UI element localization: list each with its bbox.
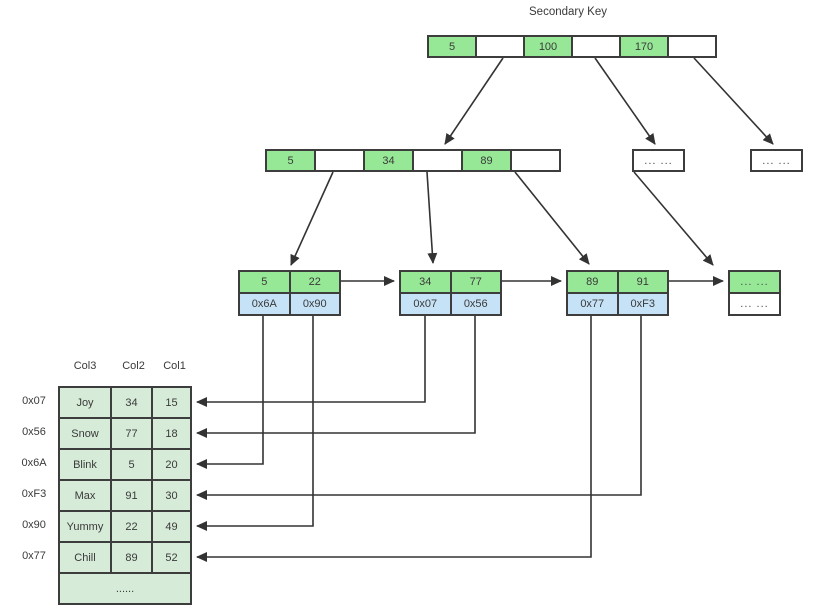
leaf-key-cell: 89 (568, 272, 617, 292)
arrow-0x77-to-row-chill (196, 314, 592, 562)
leaf-key-ellipsis-cell: ... ... (730, 272, 779, 292)
internal-key-cell: 34 (363, 151, 412, 170)
leaf-key-cell: 22 (288, 272, 339, 292)
internal-pointer-cell (510, 151, 559, 170)
table-row: Joy 34 15 (60, 388, 190, 417)
table-cell: Yummy (60, 512, 110, 541)
ellipsis-cell: ... ... (634, 151, 683, 170)
leaf-key-cell: 5 (240, 272, 289, 292)
arrow-internal-to-leaf1 (290, 171, 334, 266)
table-cell: Chill (60, 543, 110, 572)
leaf-key-cell: 34 (401, 272, 450, 292)
root-node: 5 100 170 (427, 35, 717, 58)
arrow-0x56-to-row-snow (196, 314, 476, 438)
leaf-pointer-cell: 0xF3 (616, 294, 667, 314)
internal-pointer-cell (412, 151, 461, 170)
leaf-key-cell: 91 (616, 272, 667, 292)
table-cell: Blink (60, 450, 110, 479)
row-address-label: 0x6A (21, 457, 47, 469)
arrow-root-to-more-right (693, 57, 774, 145)
leaf-pointer-cell: 0x07 (401, 294, 450, 314)
arrow-0x6A-to-row-blink (196, 314, 264, 469)
internal-key-cell: 5 (267, 151, 314, 170)
table-cell: 52 (151, 543, 190, 572)
root-pointer-cell (667, 37, 715, 56)
table-footer-cell: ...... (60, 574, 190, 603)
table-footer-row: ...... (60, 572, 190, 603)
table-cell: 20 (151, 450, 190, 479)
arrow-more-left-to-leaf4 (633, 171, 714, 266)
table-header-col1: Col1 (163, 360, 186, 372)
leaf-pointer-cell: 0x90 (288, 294, 339, 314)
table-cell: 49 (151, 512, 190, 541)
row-address-label: 0x07 (22, 395, 46, 407)
table-header-col3: Col3 (73, 360, 97, 372)
table-cell: 91 (110, 481, 151, 510)
table-cell: Max (60, 481, 110, 510)
arrow-0xF3-to-row-max (196, 314, 642, 500)
root-pointer-cell (571, 37, 619, 56)
table-row: Yummy 22 49 (60, 510, 190, 541)
root-key-cell: 5 (429, 37, 475, 56)
arrow-0x90-to-row-yummy (196, 314, 314, 531)
arrow-internal-to-leaf3 (514, 171, 590, 265)
table-row: Snow 77 18 (60, 417, 190, 448)
arrow-root-to-more-left (594, 57, 656, 145)
row-address-label: 0x56 (22, 426, 46, 438)
leaf-pointer-cell: 0x56 (449, 294, 500, 314)
internal-more-node-right: ... ... (750, 149, 803, 172)
secondary-key-label: Secondary Key (529, 6, 607, 18)
table-row: Chill 89 52 (60, 541, 190, 572)
row-address-label: 0xF3 (21, 488, 47, 500)
internal-key-cell: 89 (461, 151, 510, 170)
table-row: Max 91 30 (60, 479, 190, 510)
table-cell: 30 (151, 481, 190, 510)
data-table: Joy 34 15 Snow 77 18 Blink 5 20 Max 91 3… (58, 386, 192, 605)
table-cell: 34 (110, 388, 151, 417)
table-cell: 5 (110, 450, 151, 479)
table-cell: Snow (60, 419, 110, 448)
row-address-label: 0x77 (22, 550, 46, 562)
leaf-pointer-cell: 0x6A (240, 294, 289, 314)
root-pointer-cell (475, 37, 523, 56)
leaf-key-cell: 77 (449, 272, 500, 292)
leaf-node-2: 34 77 0x07 0x56 (399, 270, 502, 316)
table-cell: 22 (110, 512, 151, 541)
leaf-pointer-cell: 0x77 (568, 294, 617, 314)
arrow-root-to-internal (444, 57, 504, 145)
ellipsis-cell: ... ... (752, 151, 801, 170)
internal-pointer-cell (314, 151, 363, 170)
table-cell: 18 (151, 419, 190, 448)
row-address-label: 0x90 (22, 519, 46, 531)
leaf-node-3: 89 91 0x77 0xF3 (566, 270, 669, 316)
arrow-internal-to-leaf2 (426, 171, 438, 264)
table-header-col2: Col2 (122, 360, 145, 372)
leaf-node-1: 5 22 0x6A 0x90 (238, 270, 341, 316)
table-row: Blink 5 20 (60, 448, 190, 479)
table-cell: Joy (60, 388, 110, 417)
table-cell: 15 (151, 388, 190, 417)
root-key-cell: 170 (619, 37, 667, 56)
internal-more-node-left: ... ... (632, 149, 685, 172)
arrow-0x07-to-row-joy (196, 314, 426, 407)
table-cell: 89 (110, 543, 151, 572)
leaf-pointer-ellipsis-cell: ... ... (730, 294, 779, 314)
internal-node: 5 34 89 (265, 149, 561, 172)
leaf-node-more: ... ... ... ... (728, 270, 781, 316)
table-cell: 77 (110, 419, 151, 448)
root-key-cell: 100 (523, 37, 571, 56)
